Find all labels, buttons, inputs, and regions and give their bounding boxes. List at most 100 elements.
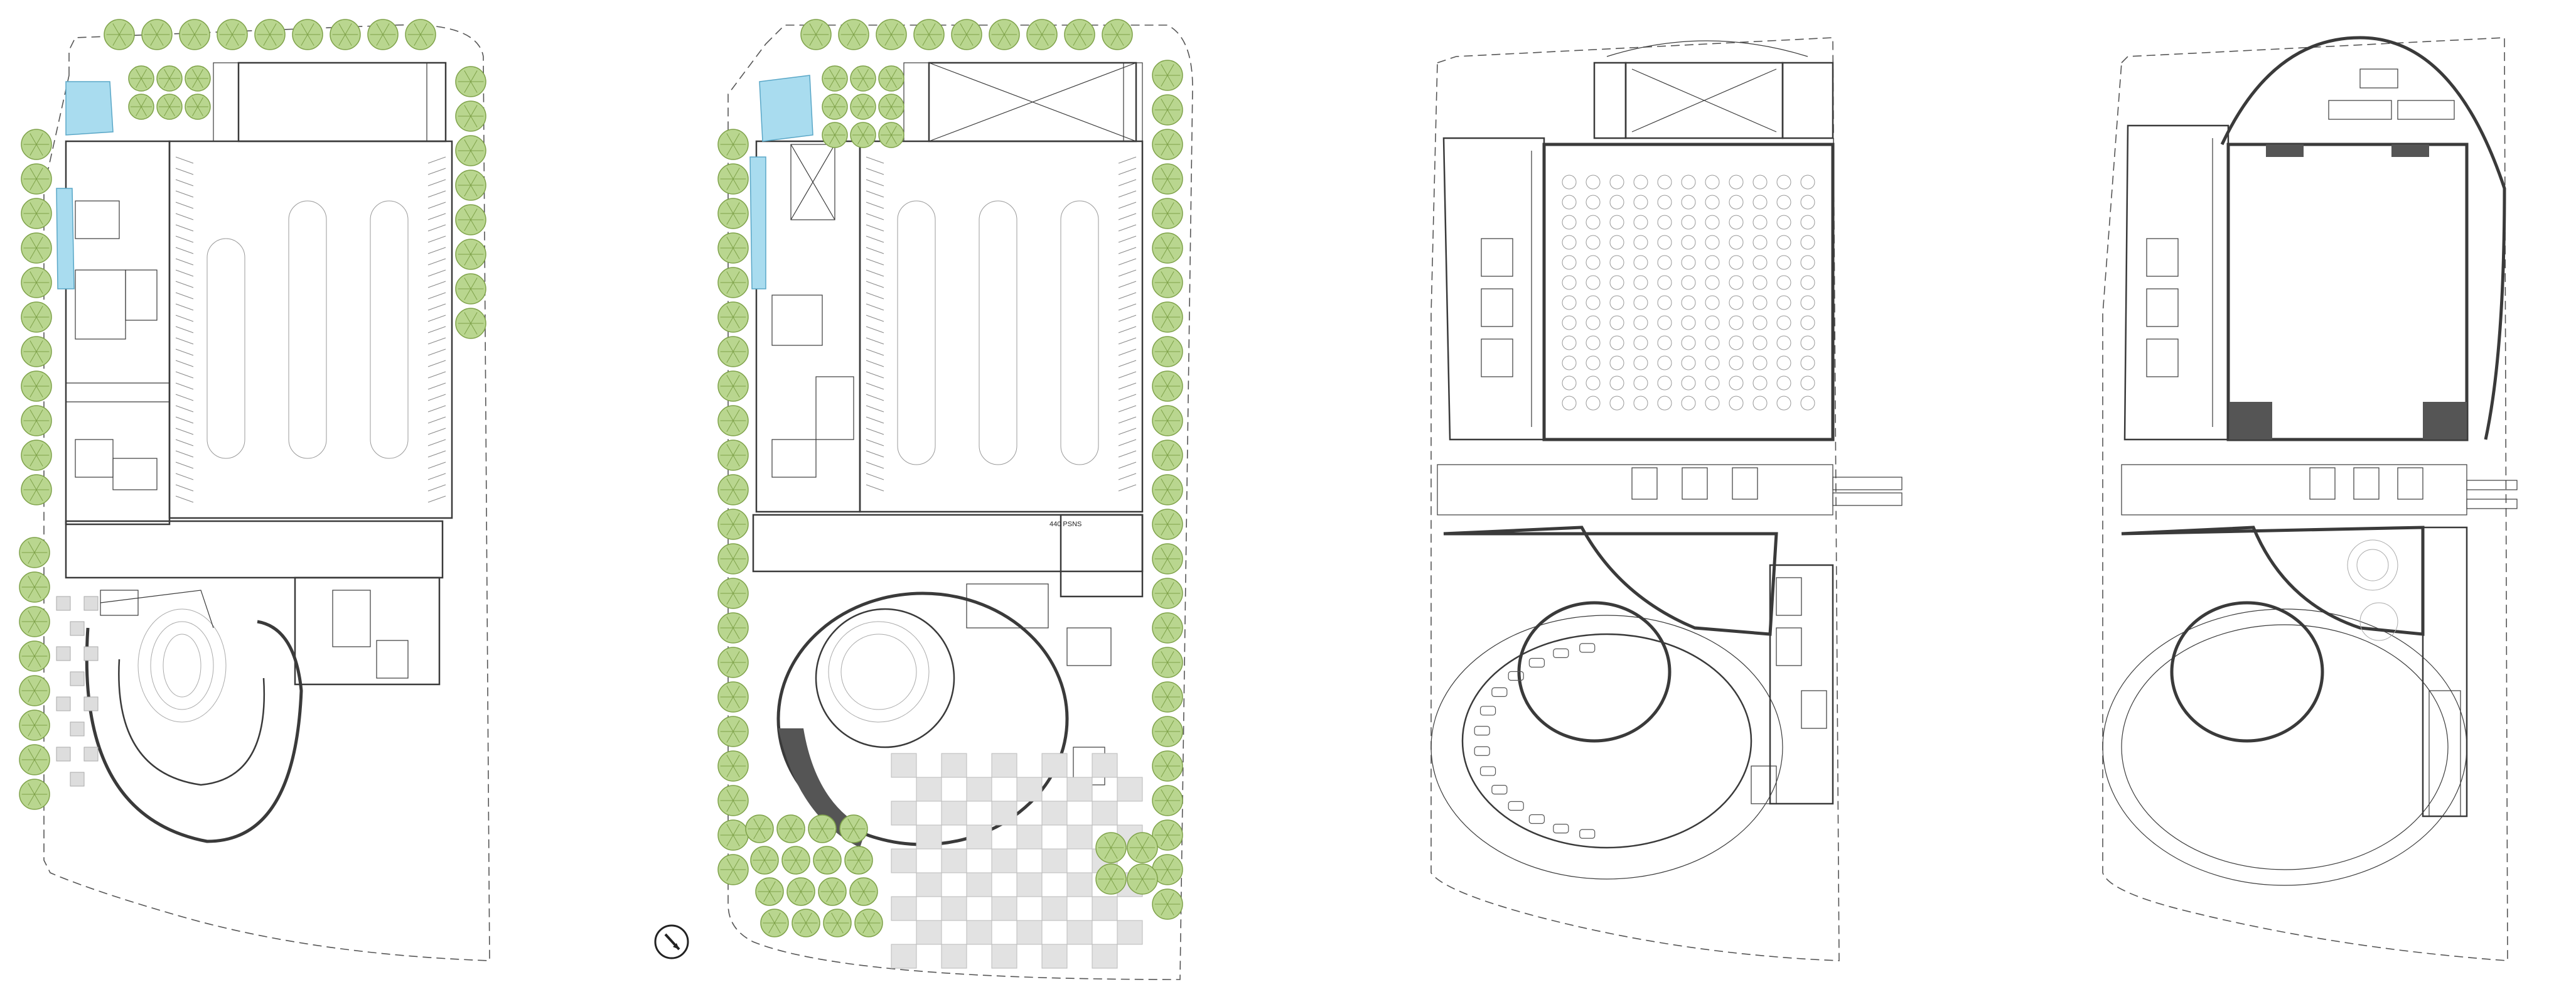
tree-icon	[1152, 509, 1183, 540]
plan-4	[2102, 36, 2518, 961]
tree-icon	[455, 204, 486, 235]
tree-icon	[179, 19, 210, 50]
tree-icon	[1152, 336, 1183, 367]
tree-icon	[156, 94, 183, 120]
tree-icon	[717, 785, 749, 816]
tree-icon	[455, 135, 486, 166]
tree-icon	[21, 267, 52, 298]
tree-icon	[1102, 19, 1133, 50]
tree-icon	[19, 606, 50, 637]
tree-icon	[850, 122, 876, 148]
tree-icon	[1152, 716, 1183, 747]
tree-icon	[104, 19, 135, 50]
tree-icon	[156, 65, 183, 92]
tree-icon	[717, 716, 749, 747]
tree-icon	[717, 370, 749, 402]
tree-icon	[838, 19, 869, 50]
tree-icon	[717, 681, 749, 713]
tree-icon	[1127, 832, 1158, 863]
tree-icon	[1152, 301, 1183, 333]
tree-icon	[185, 94, 211, 120]
tree-icon	[455, 273, 486, 305]
plan-label: 440 PSNS	[1049, 521, 1081, 528]
tree-icon	[1152, 474, 1183, 505]
tree-icon	[717, 819, 749, 851]
tree-icon	[717, 440, 749, 471]
office-wing	[1442, 137, 1545, 441]
tree-icon	[1152, 612, 1183, 644]
tree-icon	[19, 675, 50, 706]
tree-icon	[1152, 578, 1183, 609]
tree-icon	[254, 19, 286, 50]
auditorium-shell	[1461, 633, 1752, 849]
tree-icon	[717, 750, 749, 782]
tree-icon	[128, 94, 154, 120]
tree-icon	[1026, 19, 1058, 50]
tree-icon	[1152, 819, 1183, 851]
tree-icon	[878, 94, 904, 120]
water-feature	[65, 81, 114, 136]
tree-icon	[21, 163, 52, 195]
tree-icon	[717, 509, 749, 540]
tree-icon	[19, 571, 50, 603]
tree-icon	[717, 647, 749, 678]
tree-icon	[1152, 440, 1183, 471]
tree-icon	[717, 163, 749, 195]
tree-icon	[19, 779, 50, 810]
tree-icon	[1152, 370, 1183, 402]
tree-icon	[717, 474, 749, 505]
tree-icon	[21, 301, 52, 333]
tree-icon	[455, 239, 486, 270]
auditorium-shell	[85, 620, 303, 843]
tree-icon	[21, 232, 52, 264]
tree-icon	[850, 94, 876, 120]
theater-box	[2226, 143, 2469, 441]
tree-icon	[822, 122, 848, 148]
tree-icon	[128, 65, 154, 92]
tree-icon	[951, 19, 982, 50]
tree-icon	[1152, 750, 1183, 782]
tree-icon	[717, 854, 749, 885]
tree-icon	[750, 846, 779, 875]
site-boundary	[1430, 37, 1840, 961]
tree-icon	[367, 19, 399, 50]
tree-icon	[292, 19, 323, 50]
tree-icon	[717, 301, 749, 333]
tree-icon	[818, 877, 847, 906]
tree-icon	[717, 129, 749, 160]
tree-icon	[850, 65, 876, 92]
tree-icon	[1152, 647, 1183, 678]
tree-icon	[854, 909, 883, 937]
tree-icon	[1152, 405, 1183, 436]
water-feature	[759, 75, 813, 142]
tree-icon	[19, 537, 50, 568]
north-arrow-icon	[654, 924, 689, 959]
roof-arc	[2220, 36, 2506, 440]
tree-icon	[717, 405, 749, 436]
plan-3	[1430, 37, 1902, 961]
tree-icon	[217, 19, 248, 50]
tree-icon	[776, 814, 805, 843]
tree-icon	[1152, 198, 1183, 229]
tree-icon	[786, 877, 815, 906]
tree-icon	[822, 94, 848, 120]
tree-icon	[1095, 832, 1127, 863]
tree-icon	[21, 336, 52, 367]
tree-icon	[792, 909, 820, 937]
tree-icon	[1152, 129, 1183, 160]
tree-icon	[1152, 232, 1183, 264]
tree-icon	[1152, 163, 1183, 195]
tree-icon	[800, 19, 832, 50]
tree-icon	[781, 846, 810, 875]
tree-icon	[717, 336, 749, 367]
tree-icon	[1152, 267, 1183, 298]
tree-icon	[1127, 863, 1158, 895]
tree-icon	[717, 578, 749, 609]
site-boundary	[727, 24, 1193, 980]
tree-icon	[717, 232, 749, 264]
site-boundary	[2102, 37, 2508, 961]
tree-icon	[21, 198, 52, 229]
tree-icon	[21, 474, 52, 505]
tree-icon	[717, 267, 749, 298]
